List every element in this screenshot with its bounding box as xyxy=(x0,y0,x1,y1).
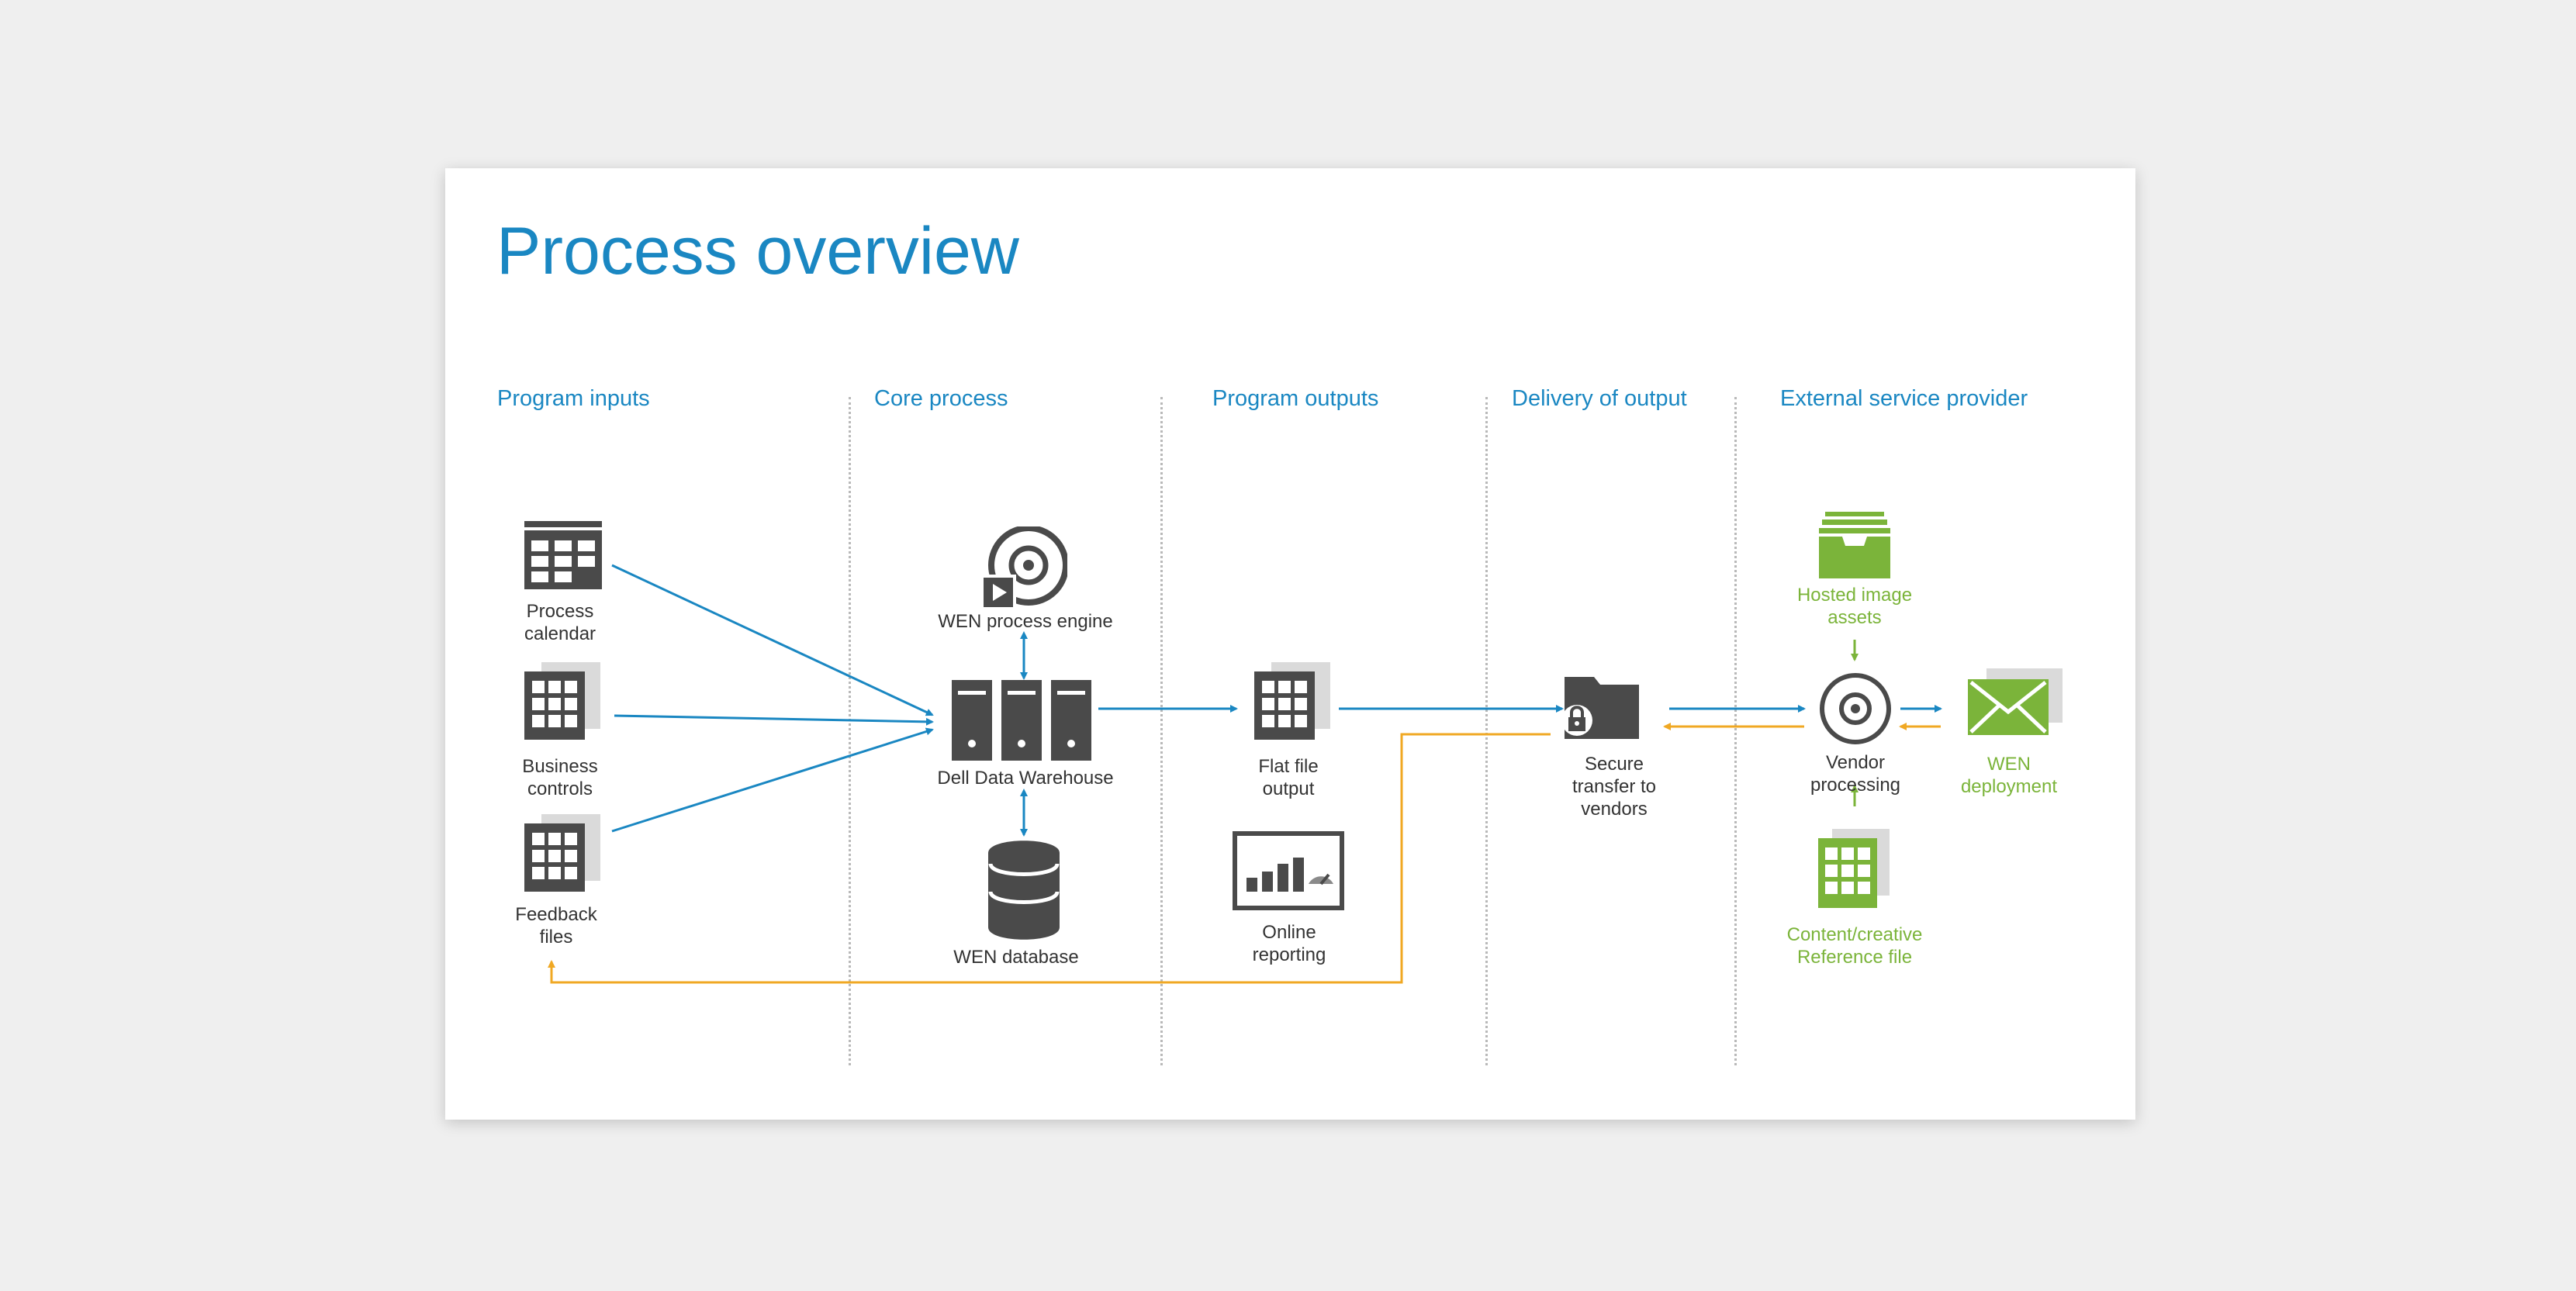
column-header-program-outputs: Program outputs xyxy=(1212,386,1379,411)
disc-icon xyxy=(1820,673,1891,744)
calendar-icon xyxy=(524,521,602,589)
flow-arrows xyxy=(548,564,1942,984)
inbox-tray-icon xyxy=(1819,512,1890,578)
database-icon xyxy=(988,841,1060,940)
envelope-icon xyxy=(1968,668,2063,735)
grid-file-icon xyxy=(1818,829,1890,908)
column-divider xyxy=(1734,397,1737,1065)
column-divider xyxy=(1160,397,1163,1065)
column-header-delivery-of-output: Delivery of output xyxy=(1512,386,1687,411)
column-divider xyxy=(1485,397,1488,1065)
column-header-core-process: Core process xyxy=(874,386,1008,411)
server-rack-icon xyxy=(952,680,1091,761)
grid-file-icon xyxy=(524,662,600,740)
slide-card: Process overview Program inputs Core pro… xyxy=(445,168,2135,1120)
label-dell-data-warehouse: Dell Data Warehouse xyxy=(937,768,1114,789)
arrow-calendar-to-warehouse xyxy=(611,564,934,716)
page-title: Process overview xyxy=(496,214,1019,288)
column-header-external-service-provider: External service provider xyxy=(1780,386,2028,411)
column-header-program-inputs: Program inputs xyxy=(497,386,650,411)
dashboard-icon xyxy=(1233,831,1344,910)
arrow-feedback-loop xyxy=(548,733,1551,984)
column-divider xyxy=(849,397,851,1065)
locked-folder-icon xyxy=(1561,677,1639,739)
arrow-controls-to-warehouse xyxy=(614,714,934,726)
label-wen-database: WEN database xyxy=(953,947,1079,968)
label-wen-process-engine: WEN process engine xyxy=(938,611,1113,632)
grid-file-icon xyxy=(1254,662,1330,740)
grid-file-icon xyxy=(524,814,600,892)
arrow-feedback-to-warehouse xyxy=(611,727,934,833)
disc-play-icon xyxy=(982,526,1067,610)
